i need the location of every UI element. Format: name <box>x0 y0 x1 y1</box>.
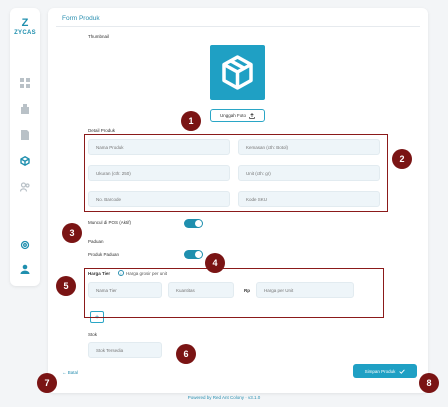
box-icon <box>222 55 253 90</box>
annotation-badge-8: 8 <box>419 373 439 393</box>
save-product-label: Simpan Produk <box>364 368 396 374</box>
logo-mark-icon: Z <box>21 17 29 29</box>
sku-field[interactable] <box>238 191 380 207</box>
tier-hint-text: Harga grosir per unit <box>126 270 168 276</box>
sidebar: Z ZYCAS <box>10 8 40 286</box>
annotation-badge-5: 5 <box>56 276 76 296</box>
annotation-badge-1: 1 <box>181 111 201 131</box>
product-form-card: Form Produk Thumbnail Unggah Foto Detail… <box>48 8 428 393</box>
bundle-section-label: Paduan <box>88 239 104 244</box>
sidebar-item-settings[interactable] <box>20 240 30 250</box>
page-title: Form Produk <box>62 15 100 22</box>
annotation-badge-3: 3 <box>62 223 82 243</box>
tier-quantity-field[interactable] <box>168 282 234 298</box>
currency-prefix: Rp <box>244 288 250 293</box>
stock-label: Stok <box>88 332 98 337</box>
sidebar-item-products[interactable] <box>20 156 30 166</box>
highlight-product-details <box>84 134 388 212</box>
save-product-button[interactable]: Simpan Produk <box>353 364 417 378</box>
tier-price-field[interactable] <box>256 282 354 298</box>
check-icon <box>399 368 406 374</box>
annotation-badge-7: 7 <box>37 373 57 393</box>
thumbnail-preview[interactable] <box>210 45 265 100</box>
sidebar-item-profile[interactable] <box>20 264 30 274</box>
thumbnail-label: Thumbnail <box>88 34 110 39</box>
stock-field[interactable] <box>88 342 162 358</box>
sidebar-item-stores[interactable] <box>20 104 30 114</box>
pos-toggle[interactable] <box>184 219 203 228</box>
upload-photo-button[interactable]: Unggah Foto <box>210 109 265 122</box>
bundle-toggle-label: Produk Paduan <box>88 252 120 257</box>
ukuran-field[interactable] <box>88 165 230 181</box>
footer-text: Powered by Red Ant Colony · v3.1.0 <box>187 395 261 400</box>
app-logo[interactable]: Z ZYCAS <box>10 17 40 37</box>
tier-hint: i Harga grosir per unit <box>118 270 167 276</box>
cancel-link[interactable]: ← Batal <box>62 370 79 375</box>
barcode-field[interactable] <box>88 191 230 207</box>
info-icon: i <box>118 270 124 276</box>
sidebar-item-users[interactable] <box>20 182 30 192</box>
annotation-badge-2: 2 <box>392 149 412 169</box>
kemasan-field[interactable] <box>238 139 380 155</box>
upload-icon <box>249 112 255 119</box>
nama-produk-field[interactable] <box>88 139 230 155</box>
annotation-badge-6: 6 <box>176 344 196 364</box>
product-details-label: Detail Produk <box>88 128 116 133</box>
bundle-toggle[interactable] <box>184 250 203 259</box>
highlight-tier-pricing <box>84 268 384 318</box>
annotation-badge-4: 4 <box>205 253 225 273</box>
sidebar-item-reports[interactable] <box>20 130 30 140</box>
logo-text: ZYCAS <box>14 30 36 36</box>
tier-label: Harga Tier <box>88 271 111 276</box>
sidebar-item-dashboard[interactable] <box>20 78 30 88</box>
pos-toggle-label: Muncul di POS (Aktif) <box>88 220 132 225</box>
upload-photo-label: Unggah Foto <box>219 113 247 118</box>
unit-field[interactable] <box>238 165 380 181</box>
title-divider <box>56 26 420 27</box>
tier-name-field[interactable] <box>88 282 162 298</box>
